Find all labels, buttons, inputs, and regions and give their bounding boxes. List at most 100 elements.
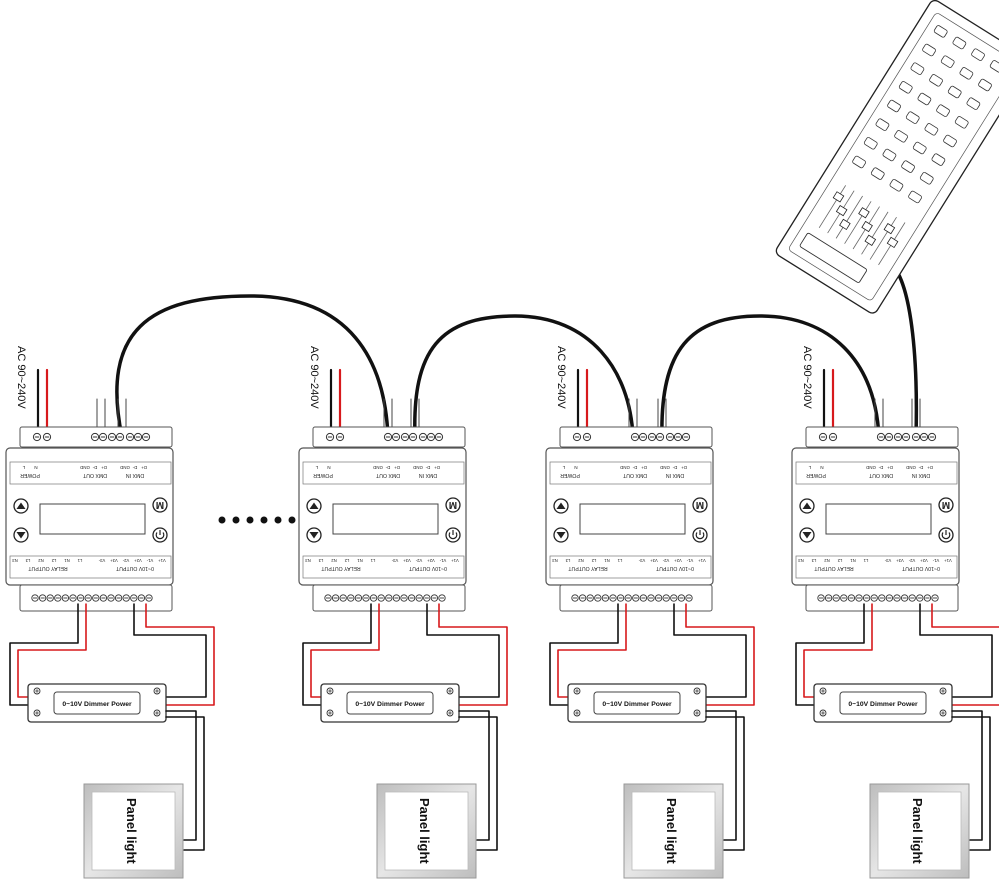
console-key — [936, 104, 950, 117]
down-arrow-icon — [799, 527, 815, 543]
console-display — [799, 232, 867, 283]
dmx-terminal-label: D- — [918, 465, 923, 470]
console-key — [908, 190, 922, 204]
console-fader-cap — [835, 204, 848, 217]
dimmer-label: 0~10V Dimmer Power — [355, 701, 425, 708]
analog-terminal-label: V1- — [932, 558, 939, 563]
lcd-display — [332, 503, 439, 535]
panel-return-wire — [458, 716, 498, 851]
relay-terminal-label: L1 — [370, 558, 375, 563]
mode-button-label: M — [156, 499, 164, 510]
power-glyph-arc — [695, 532, 705, 540]
dmx-terminal-label: D+ — [641, 465, 647, 470]
panel-feed-wire — [165, 710, 197, 841]
panel-light-label: Panel light — [124, 798, 139, 864]
panel-light-face — [384, 791, 469, 871]
panel-light-face — [877, 791, 962, 871]
mode-button-ring — [692, 497, 708, 513]
relay-terminal-label: L2 — [837, 558, 842, 563]
dmx-terminal-label: D- — [425, 465, 430, 470]
console-fader-track — [861, 211, 889, 255]
top-label-strip — [795, 461, 958, 485]
console-key — [971, 48, 985, 61]
screw-slot — [941, 711, 945, 715]
panel-light-face — [91, 791, 176, 871]
dmx-terminal-label: GND — [620, 465, 630, 470]
relay-line-wire — [310, 603, 380, 698]
dmx-terminal-label: GND — [413, 465, 423, 470]
dimmer-label-plate — [839, 691, 927, 715]
relay-terminal-label: L1 — [863, 558, 868, 563]
relay-terminal-label: L1 — [77, 558, 82, 563]
analog-terminal-label: V3+ — [110, 558, 118, 563]
power-term-l: L — [315, 465, 318, 470]
down-arrow-glyph — [16, 532, 26, 539]
relay-line-wire — [17, 603, 87, 698]
dimmer-label: 0~10V Dimmer Power — [602, 701, 672, 708]
relay-terminal-label: N3 — [552, 558, 558, 563]
analog-plus-wire — [145, 603, 215, 706]
screw-slot — [448, 711, 452, 715]
dmx-in-header: DMX IN — [666, 472, 684, 478]
relay-terminal-label: L1 — [617, 558, 622, 563]
power-supply-label: AC 90~240V — [555, 346, 567, 409]
screw-slot — [575, 689, 579, 693]
mode-button-ring — [938, 497, 954, 513]
analog-terminal-label: V1- — [439, 558, 446, 563]
analog-minus-wire — [133, 603, 207, 698]
analog-header: 0~10V OUTPUT — [408, 565, 447, 571]
dimmer-label-plate — [593, 691, 681, 715]
up-arrow-icon — [13, 498, 29, 514]
power-icon — [938, 527, 954, 543]
down-arrow-glyph — [556, 532, 566, 539]
mode-button-label: M — [449, 499, 457, 510]
screw-slot — [35, 689, 39, 693]
dmx-terminal-label: D- — [385, 465, 390, 470]
analog-terminal-label: V3- — [884, 558, 891, 563]
dmx-terminal-label: D+ — [434, 465, 440, 470]
mode-button-label: M — [942, 499, 950, 510]
analog-terminal-label: V1+ — [158, 558, 166, 563]
console-key — [978, 78, 992, 92]
power-term-n: N — [820, 465, 823, 470]
analog-minus-wire — [673, 603, 747, 698]
relay-neutral-wire — [795, 603, 865, 706]
analog-plus-wire — [685, 603, 755, 706]
console-key — [959, 67, 974, 80]
console-fader-track — [869, 216, 897, 260]
analog-terminal-label: V3+ — [650, 558, 658, 563]
relay-line-wire — [803, 603, 873, 698]
dmx-terminal-label: D+ — [887, 465, 893, 470]
console-fader-cap — [858, 207, 870, 219]
analog-terminal-label: V1- — [686, 558, 693, 563]
console-key — [852, 155, 866, 169]
console-key — [917, 92, 932, 106]
analog-terminal-label: V2- — [662, 558, 669, 563]
console-key — [940, 55, 955, 68]
lcd-display — [825, 503, 932, 535]
relay-terminal-label: L3 — [565, 558, 570, 563]
dimmer-label-plate — [53, 691, 141, 715]
dmx-out-header: DMX OUT — [375, 472, 400, 478]
power-supply-label: AC 90~240V — [308, 346, 320, 409]
console-key — [894, 130, 908, 143]
relay-line-wire — [557, 603, 627, 698]
dimmer-label-plate — [346, 691, 434, 715]
dimmer-label: 0~10V Dimmer Power — [848, 701, 918, 708]
screw-slot — [821, 689, 825, 693]
lcd-display — [39, 503, 146, 535]
console-key — [910, 62, 925, 75]
console-key — [933, 25, 948, 38]
down-arrow-icon — [553, 527, 569, 543]
relay-neutral-wire — [302, 603, 372, 706]
top-label-strip — [549, 461, 712, 485]
dmx-terminal-label: D+ — [927, 465, 933, 470]
screw-slot — [941, 689, 945, 693]
mode-button-ring — [445, 497, 461, 513]
panel-return-wire — [951, 716, 991, 851]
power-term-l: L — [22, 465, 25, 470]
